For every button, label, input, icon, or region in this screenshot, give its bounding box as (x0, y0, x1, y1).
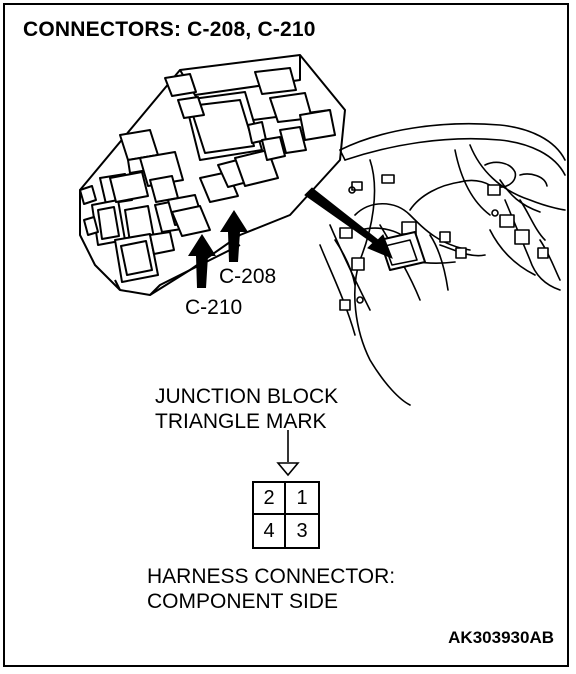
pin-2: 2 (254, 483, 286, 515)
connector-pin-grid: 2 1 4 3 (252, 481, 320, 549)
pin-4: 4 (254, 515, 286, 547)
arrow-up-icon (188, 210, 248, 288)
triangle-mark-icon (276, 462, 300, 477)
junction-block-drawing (79, 54, 346, 296)
label-component-side: COMPONENT SIDE (147, 590, 338, 613)
label-harness-connector: HARNESS CONNECTOR: (147, 565, 396, 588)
pin-3: 3 (296, 519, 308, 542)
label-c-208: C-208 (219, 265, 277, 288)
label-c-210: C-210 (185, 296, 243, 319)
diagram-title: CONNECTORS: C-208, C-210 (23, 18, 316, 41)
pin-1: 1 (286, 483, 318, 515)
location-pointer-arrow (304, 187, 393, 259)
label-junction-block: JUNCTION BLOCK (155, 385, 339, 408)
figure-code: AK303930AB (448, 628, 554, 647)
label-triangle-mark: TRIANGLE MARK (155, 410, 327, 433)
dashboard-drawing (319, 122, 566, 406)
